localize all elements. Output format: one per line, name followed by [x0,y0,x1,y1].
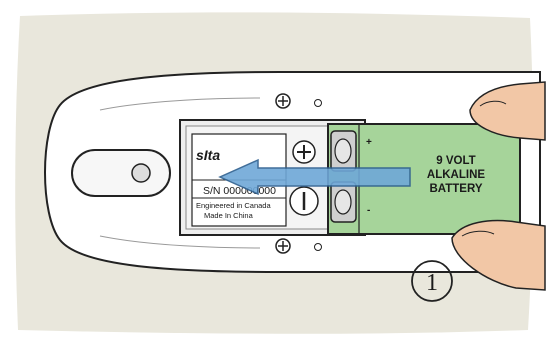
step-indicator: 1 [411,260,453,302]
circled-minus-icon [289,186,319,216]
serial-number: S/N 000000000 [203,185,276,197]
hole-icon [314,99,322,107]
circled-plus-icon [292,140,316,164]
battery-line-3: BATTERY [429,183,482,195]
finger-bottom-icon [451,219,546,291]
insert-arrow-icon [218,158,411,196]
step-number: 1 [426,270,438,296]
finger-top-icon [469,81,546,141]
brand-logo-text: sIta [196,147,220,163]
label-line-1: Engineered in Canada [196,201,271,210]
oval-slot [71,149,171,197]
battery [327,123,521,235]
battery-line-2: ALKALINE [427,169,485,181]
battery-line-1: 9 VOLT [436,155,475,167]
hole-icon [314,243,322,251]
battery-minus-label: - [367,205,370,216]
label-line-2: Made In China [204,211,254,220]
screw-icon [275,238,291,254]
battery-plus-label: + [366,137,372,148]
screw-icon [275,93,291,109]
